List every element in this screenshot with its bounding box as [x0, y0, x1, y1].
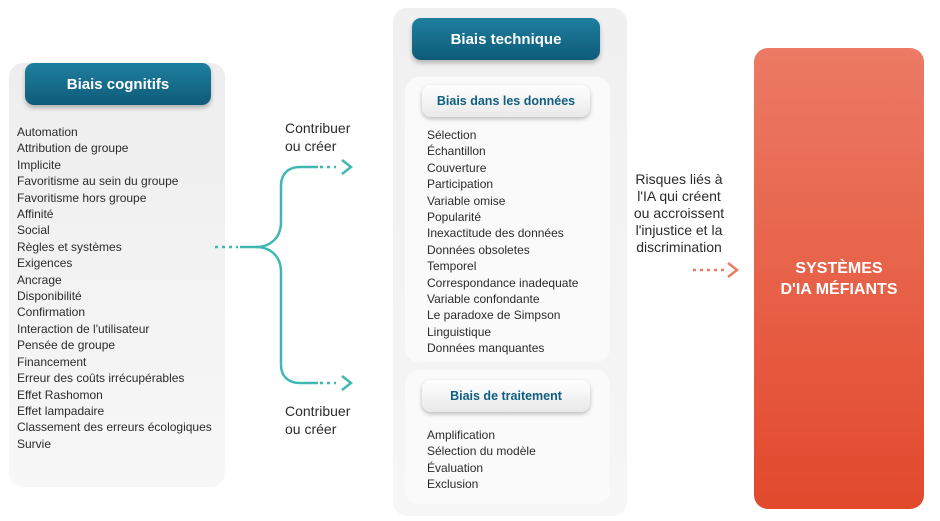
- data-bias-item: Correspondance inadequate: [427, 275, 579, 290]
- data-bias-item: Données manquantes: [427, 341, 545, 356]
- cognitive-bias-item: Disponibilité: [17, 289, 82, 304]
- cognitive-bias-item: Confirmation: [17, 305, 86, 320]
- cognitive-bias-item: Interaction de l'utilisateur: [17, 321, 150, 336]
- data-bias-item: Variable omise: [427, 193, 506, 208]
- untrustworthy-ai-systems-box: SYSTÈMES D'IA MÉFIANTS: [754, 48, 924, 509]
- data-bias-item: Linguistique: [427, 324, 492, 339]
- processing-bias-item: Sélection du modèle: [427, 444, 536, 459]
- risk-arrow: [622, 262, 740, 278]
- result-line-1: SYSTÈMES: [795, 259, 883, 277]
- branch-up-line: [255, 165, 318, 249]
- cognitive-bias-item: Financement: [17, 354, 87, 369]
- contribute-label-top: Contribuer ou créer: [285, 120, 351, 154]
- data-bias-title: Biais dans les données: [422, 85, 590, 117]
- data-bias-item: Inexactitude des données: [427, 226, 564, 241]
- cognitive-bias-item: Règles et systèmes: [17, 239, 122, 254]
- cognitive-bias-item: Exigences: [17, 256, 73, 271]
- cognitive-bias-item: Effet Rashomon: [17, 387, 103, 402]
- arrow-down-head: [341, 375, 354, 391]
- cognitive-bias-item: Classement des erreurs écologiques: [17, 420, 212, 435]
- result-line-2: D'IA MÉFIANTS: [780, 280, 898, 298]
- cognitive-bias-item: Automation: [17, 125, 78, 139]
- cognitive-bias-item: Pensée de groupe: [17, 338, 116, 353]
- cognitive-bias-item: Erreur des coûts irrécupérables: [17, 371, 185, 386]
- processing-bias-item: Amplification: [427, 428, 496, 442]
- cognitive-bias-panel: [9, 63, 225, 487]
- processing-bias-item: Évaluation: [427, 460, 484, 475]
- branch-down-line: [255, 245, 318, 385]
- cognitive-bias-item: Favoritisme au sein du groupe: [17, 174, 179, 189]
- arrow-up-head: [341, 159, 354, 175]
- cognitive-bias-item: Social: [17, 223, 50, 238]
- risk-description: Risques liés à l'IA qui créent ou accroi…: [633, 171, 725, 255]
- data-bias-item: Le paradoxe de Simpson: [427, 308, 561, 323]
- cognitive-bias-item: Survie: [17, 436, 52, 451]
- cognitive-bias-item: Favoritisme hors groupe: [17, 190, 147, 205]
- data-bias-item: Échantillon: [427, 144, 486, 159]
- data-bias-item: Variable confondante: [427, 292, 540, 307]
- technical-bias-title: Biais technique: [412, 18, 600, 60]
- cognitive-bias-title: Biais cognitifs: [25, 63, 211, 105]
- data-bias-item: Couverture: [427, 160, 487, 175]
- data-bias-box: [405, 77, 610, 362]
- data-bias-item: Popularité: [427, 210, 482, 225]
- processing-bias-title: Biais de traitement: [422, 380, 590, 412]
- processing-bias-item: Exclusion: [427, 477, 479, 492]
- cognitive-bias-item: Attribution de groupe: [17, 141, 129, 156]
- data-bias-item: Participation: [427, 177, 494, 192]
- cognitive-bias-item: Ancrage: [17, 272, 62, 287]
- data-bias-item: Données obsoletes: [427, 242, 530, 257]
- cognitive-bias-item: Implicite: [17, 157, 62, 172]
- cognitive-bias-item: Affinité: [17, 207, 54, 222]
- contribute-label-bottom: Contribuer ou créer: [285, 403, 351, 437]
- data-bias-item: Sélection: [427, 128, 477, 142]
- cognitive-bias-item: Effet lampadaire: [17, 403, 105, 418]
- data-bias-item: Temporel: [427, 259, 477, 274]
